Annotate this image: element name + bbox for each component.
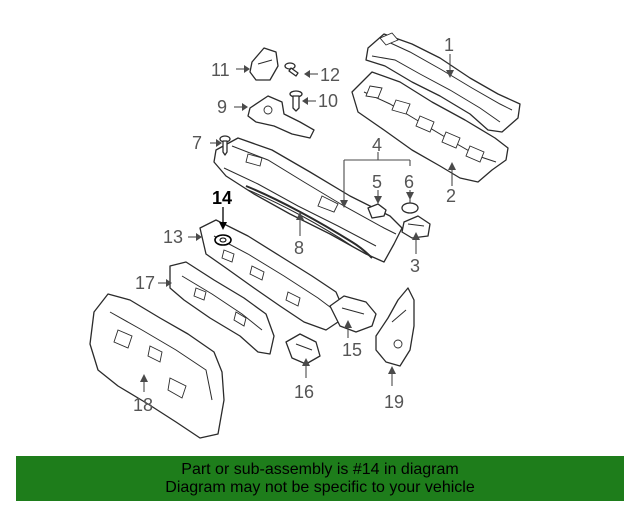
part-16-bracket: [285, 333, 321, 365]
parts-diagram: 1 2 3 4 5 6 7 8 9 10 11 12 13 14 15 16 1…: [89, 32, 521, 439]
part-7-screw: [219, 135, 231, 156]
part-10-bolt: [289, 90, 303, 112]
callout-1: 1: [444, 35, 454, 55]
part-19-side-bracket: [375, 287, 415, 367]
callout-14: 14: [212, 188, 232, 208]
callout-18: 18: [133, 395, 153, 415]
callout-13: 13: [163, 227, 183, 247]
callout-3: 3: [410, 256, 420, 276]
part-1-cowl-top-panel: [365, 32, 521, 133]
part-15-bracket: [329, 295, 377, 333]
callout-11: 11: [211, 60, 230, 80]
part-5-clip: [367, 203, 387, 219]
callout-12: 12: [320, 65, 340, 85]
callout-16: 16: [294, 382, 314, 402]
callout-4: 4: [372, 135, 382, 155]
part-6-grommet: [401, 198, 419, 214]
part-9-bracket: [247, 95, 315, 139]
part-14-grommet: [214, 234, 232, 246]
part-11-bracket: [249, 47, 279, 81]
part-3-clip: [401, 215, 431, 239]
callout-9: 9: [217, 97, 227, 117]
banner-line-part-notice: Part or sub-assembly is #14 in diagram: [181, 461, 459, 478]
callout-2: 2: [446, 186, 456, 206]
banner-line-disclaimer: Diagram may not be specific to your vehi…: [165, 479, 475, 496]
leader-lines: [140, 54, 456, 392]
part-13-dash-reinforcement: [199, 219, 343, 331]
callout-15: 15: [342, 340, 362, 360]
part-12-pin: [284, 62, 299, 77]
callout-17: 17: [135, 273, 155, 293]
part-17-support: [169, 261, 275, 355]
callout-6: 6: [404, 172, 414, 192]
info-banner: Part or sub-assembly is #14 in diagram D…: [16, 456, 624, 501]
part-4-cowl-top-assembly: [213, 137, 403, 263]
callout-5: 5: [372, 172, 382, 192]
callout-7: 7: [192, 133, 202, 153]
part-18-dash-insulator: [89, 293, 225, 439]
part-2-cowl-lower-panel: [351, 71, 509, 183]
callout-19: 19: [384, 392, 404, 412]
callout-8: 8: [294, 238, 304, 258]
callout-10: 10: [318, 91, 338, 111]
